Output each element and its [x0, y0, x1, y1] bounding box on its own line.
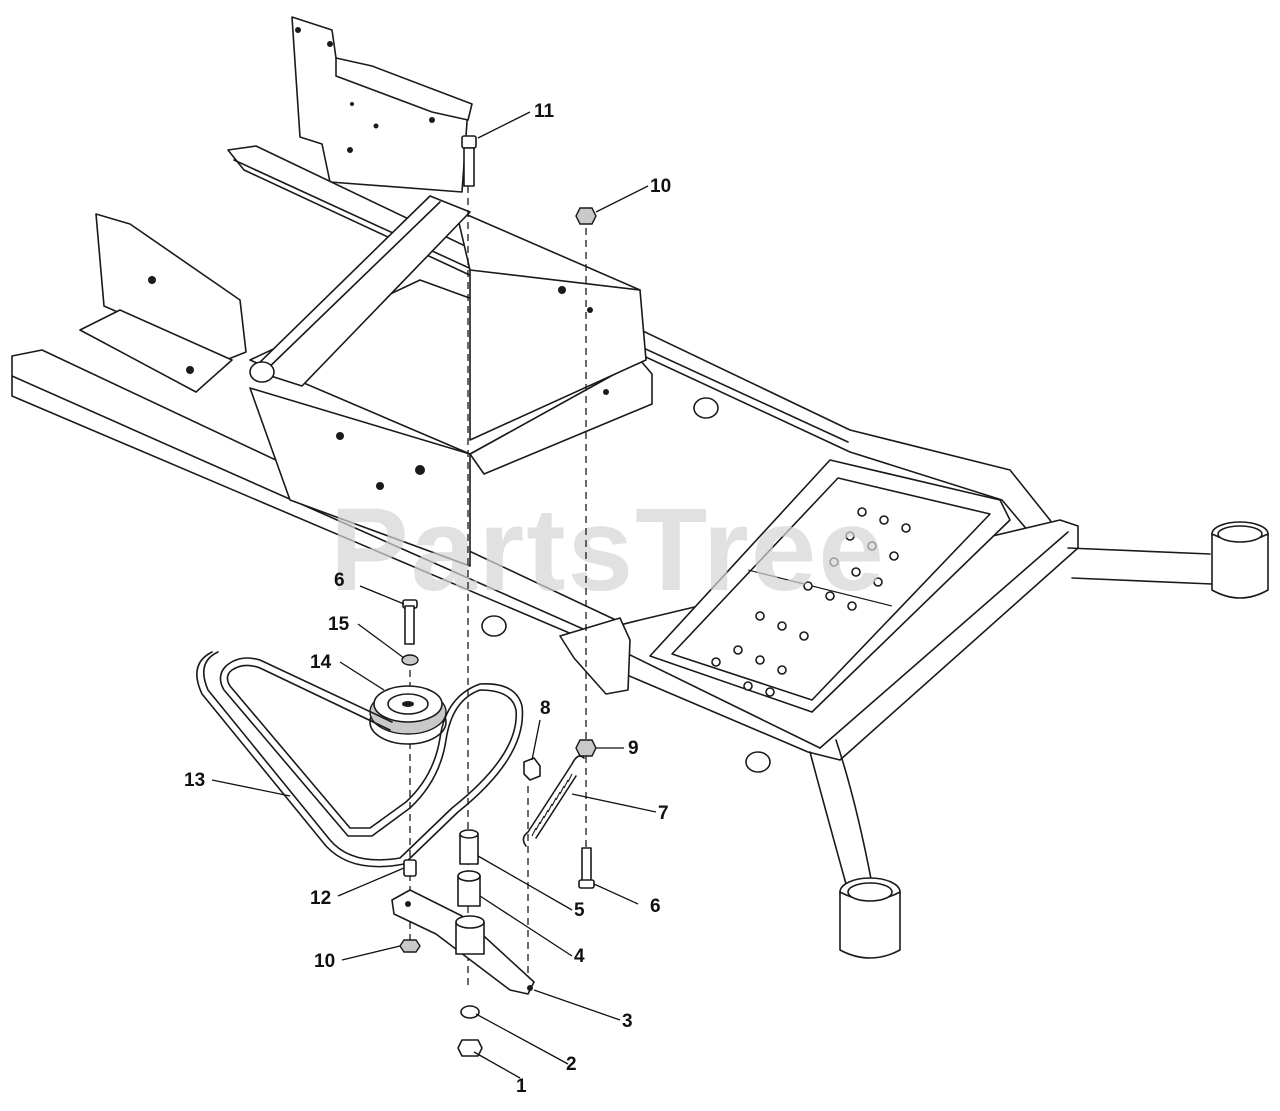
label-9: 9 [628, 738, 639, 759]
hardware-parts [196, 135, 597, 1057]
label-15: 15 [328, 614, 350, 635]
part-12-spacer [403, 859, 417, 877]
part-14-idler-pulley [369, 685, 447, 745]
left-mount-bracket [95, 213, 247, 361]
center-tunnel-front [249, 387, 471, 567]
label-13: 13 [184, 770, 205, 791]
part-3-idler-arm [391, 889, 535, 995]
part-6-bolt-left [402, 599, 418, 645]
part-7-spring [522, 755, 585, 847]
part-5-bushing [459, 829, 479, 865]
label-1: 1 [516, 1076, 527, 1097]
center-bracket [559, 617, 631, 695]
callout-labels: 11 10 9 7 8 6 6 15 14 13 12 10 5 4 3 2 1 [184, 101, 671, 1097]
assembly-center-lines [409, 186, 587, 990]
part-2-washer [460, 1005, 480, 1019]
part-8-bolt [523, 757, 541, 781]
part-15-washer [401, 654, 419, 666]
part-10-nut-top [575, 207, 597, 225]
label-4: 4 [574, 946, 585, 967]
caster-arm-right [1067, 547, 1213, 585]
watermark-text: PartsTree [330, 484, 886, 616]
leader-lines [211, 111, 657, 1079]
label-6-right: 6 [650, 896, 661, 917]
label-10-top: 10 [650, 176, 671, 197]
label-6-top: 6 [334, 570, 345, 591]
label-5: 5 [574, 900, 585, 921]
label-12: 12 [310, 888, 331, 909]
footrest-holes [711, 507, 911, 697]
part-6-bolt-right [578, 847, 595, 889]
part-1-nut [457, 1039, 483, 1057]
label-11: 11 [534, 101, 555, 122]
part-4-bushing [457, 870, 481, 907]
part-11-bolt [461, 135, 477, 187]
part-13-belt [196, 651, 524, 868]
label-10-bottom: 10 [314, 951, 335, 972]
label-3: 3 [622, 1011, 633, 1032]
label-7: 7 [658, 803, 669, 824]
mower-frame [11, 16, 1269, 959]
label-8: 8 [540, 698, 551, 719]
part-10-nut-bottom [399, 939, 421, 953]
left-step-plate [79, 309, 233, 393]
upper-cross-member [251, 195, 471, 387]
label-2: 2 [566, 1054, 577, 1075]
part-9-nut [575, 739, 597, 757]
caster-arm-left [809, 739, 873, 885]
label-14: 14 [310, 652, 332, 673]
